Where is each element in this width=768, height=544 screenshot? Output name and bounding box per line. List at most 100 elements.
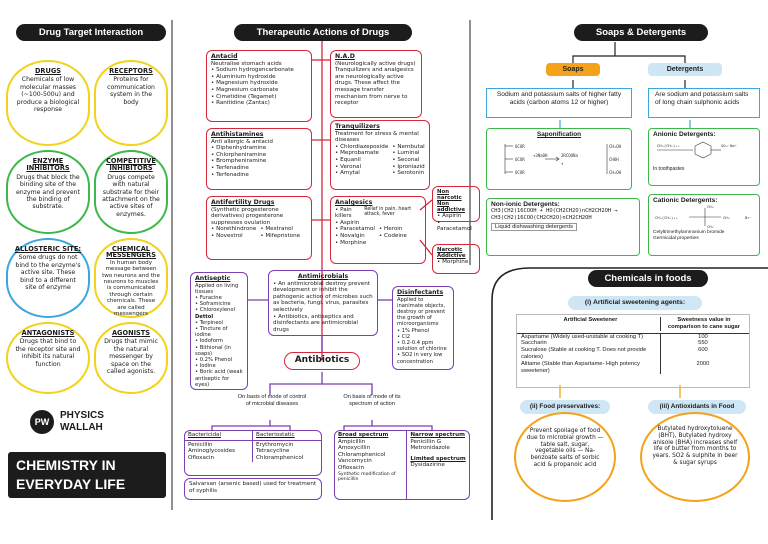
antihistamine-item: • Chlorpheniramine: [211, 151, 267, 158]
disinfectants-text: Applied to inanimate objects, destroy or…: [397, 296, 446, 328]
dettol-label: Dettol: [195, 313, 214, 320]
disinfectant-item: • 0.2-0.4 ppm solution of chlorine: [397, 340, 447, 353]
antagonists-title: ANTAGONISTS: [21, 329, 75, 337]
cationic-note: Cetyltrimethylammonium bromide: [653, 230, 725, 235]
analgesics-box: Analgesics • Pain killers • Aspirin Reli…: [330, 196, 426, 264]
disinfectant-item: • SO2 in very low concentration: [397, 352, 443, 365]
soaps-definition: Sodium and potassium salts of higher fat…: [486, 88, 632, 118]
analgesic-item: • Aspirin: [335, 219, 360, 226]
antihistamines-box: Antihistamines Anti allergic & antacid •…: [206, 128, 312, 190]
antifertility-item: • Novestrol: [211, 232, 243, 239]
brand-name-line2: WALLAH: [60, 422, 103, 433]
anionic-title: Anionic Detergents:: [653, 131, 716, 138]
tranquilizers-box: Tranquilizers Treatment for stress & men…: [330, 120, 430, 190]
soaps-label: Soaps: [546, 63, 600, 76]
antiseptic-box: Antiseptic Applied on living tissues • F…: [190, 272, 248, 390]
drug-target-header: Drug Target Interaction: [16, 24, 166, 41]
tranquilizer-item: • Veronal: [335, 163, 362, 170]
nonionic-equation: CH3(CH2)16COOH + HO(CH2CH2O)nCH2CH2OH → …: [491, 208, 618, 221]
antihistamine-item: • Terfenadine: [211, 164, 249, 171]
sweetener-name: Alitame (Stable than Aspartame- High pot…: [521, 360, 640, 374]
salvarsan-note: Salvarsan (arsenic based) used for treat…: [184, 478, 322, 500]
narcotic-title: Narcotic Addictive: [437, 247, 466, 259]
sweetener-name: Sucralose (Stable at cooking T. Does not…: [521, 347, 647, 360]
antacid-item: • Cimetidine (Tegamet): [211, 93, 277, 100]
nonionic-note: Liquid dishwashing detergents: [491, 223, 577, 231]
antacid-item: • Sodium hydrogencarbonate: [211, 67, 294, 74]
analgesic-item: • Heroin: [378, 226, 403, 233]
analgesic-item: • Morphine: [335, 239, 367, 246]
antiseptic-item: • Iodoform: [195, 338, 223, 345]
tranquilizer-item: • Equanil: [335, 156, 361, 163]
limited-spectrum-header: Limited spectrum: [410, 455, 466, 462]
anionic-note: In toothpastes: [653, 166, 685, 172]
tranquilizer-item: • Amytal: [335, 170, 360, 177]
antiseptic-item: • Boric acid (weak antiseptic for eyes): [195, 369, 243, 388]
tranquilizers-intro: Treatment for stress & mental diseases: [335, 130, 419, 144]
nonionic-box: Non-ionic Detergents: CH3(CH2)16COOH + H…: [486, 198, 640, 256]
antiseptic-item: • Chloroxylenol Dettol: [195, 307, 235, 320]
narcotic-box: Narcotic Addictive • Morphine: [432, 244, 480, 274]
page-title-line2: EVERYDAY LIFE: [16, 476, 126, 492]
antiseptic-title: Antiseptic: [195, 275, 231, 282]
table-row: Alitame (Stable than Aspartame- High pot…: [517, 360, 749, 375]
bactericidal-item: Penicillin: [188, 441, 213, 448]
allosteric-site-card: ALLOSTERIC SITE:Some drugs do not bind t…: [6, 238, 90, 318]
pw-logo-icon: PW: [30, 410, 54, 434]
svg-text:CH₃: CH₃: [707, 204, 714, 209]
preservatives-circle: Prevent spoilage of food due to microbia…: [514, 412, 616, 502]
svg-text:OCOR: OCOR: [515, 144, 525, 149]
svg-text:SO₃⁻Na⁺: SO₃⁻Na⁺: [721, 143, 737, 148]
antiseptic-item: • Iodine: [195, 363, 216, 370]
antimicrobials-title: Antimicrobials: [297, 273, 349, 280]
tranquilizer-item: • Luminal: [392, 150, 420, 157]
antihistamine-item: • Brompheniramine: [211, 158, 267, 165]
svg-text:CH₃: CH₃: [707, 224, 714, 228]
analgesic-item: • Codeine: [378, 232, 407, 239]
antifertility-intro: (Synthetic progesterone derivatives) pro…: [211, 206, 284, 226]
tranquilizer-item: • Serotonin: [392, 170, 425, 177]
antacid-item: • Ranitidine (Zantac): [211, 100, 270, 107]
non-narcotic-title: Non narcotic Non addictive: [437, 189, 465, 213]
narrow-spectrum-item: Penicillin G: [410, 438, 442, 445]
allosteric-site-title: ALLOSTERIC SITE:: [14, 245, 82, 253]
antihistamines-title: Antihistamines: [211, 131, 264, 138]
bacteriostatic-item: Chloramphenicol: [256, 454, 304, 461]
chemical-messengers-text: In human body message between two neuron…: [102, 259, 160, 318]
tranquilizer-item: • Iproniazid: [392, 163, 425, 170]
saponification-title: Saponification: [536, 131, 582, 138]
antifertility-box: Antifertility Drugs (Synthetic progester…: [206, 196, 312, 260]
limited-spectrum-item: Dysidazirine: [410, 462, 445, 469]
svg-text:+: +: [561, 161, 564, 166]
narrow-spectrum-item: Metronidazole: [410, 445, 450, 452]
antifertility-item: • Mifepristone: [260, 232, 301, 239]
non-narcotic-item: • Aspirin: [437, 213, 462, 219]
spectrum-table: Broad spectrum Ampicillin Amoxycillin Ch…: [334, 430, 470, 500]
antifertility-item: • Norethindrone: [211, 226, 257, 233]
competitive-inhibitors-title: COMPETITIVE INHIBITORS: [106, 157, 156, 173]
antihistamines-intro: Anti allergic & antacid: [211, 138, 273, 145]
antibiotics-node: Antibiotics: [284, 352, 360, 370]
svg-text:Br⁻: Br⁻: [745, 215, 752, 220]
svg-text:3RCOONa: 3RCOONa: [561, 153, 578, 158]
table-row: Aspartame (Widely used-unstable at cooki…: [517, 333, 749, 341]
antacid-item: • Magnesium hydroxide: [211, 80, 278, 87]
bactericidal-item: Ofloxacin: [188, 454, 215, 461]
sweetness-value: 100: [659, 333, 745, 341]
drugs-text: Chemicals of low molecular masses (~100-…: [16, 76, 80, 114]
non-narcotic-item: • Paracetamol: [437, 219, 472, 233]
antacid-title: Antacid: [211, 53, 238, 60]
sweetening-title: (i) Artificial sweetening agents:: [568, 296, 702, 310]
receptors-text: Proteins for communication system in the…: [107, 76, 155, 106]
agonists-title: AGONISTS: [111, 329, 151, 337]
disinfectant-item: • 1% Phenol: [397, 327, 430, 334]
